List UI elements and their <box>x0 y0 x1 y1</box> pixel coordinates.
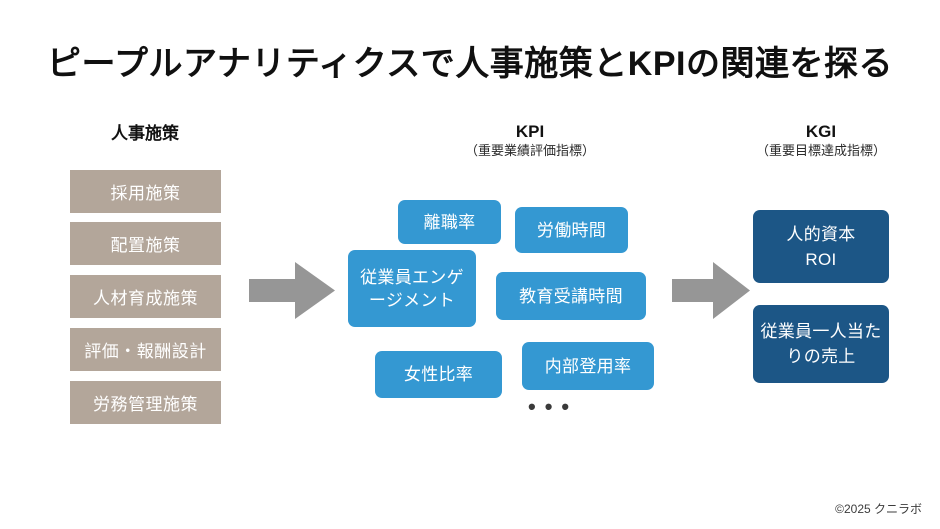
policy-box-labor-management[interactable]: 労務管理施策 <box>70 381 221 424</box>
column-header-policy-main: 人事施策 <box>111 124 179 143</box>
policy-box-placement[interactable]: 配置施策 <box>70 222 221 265</box>
kpi-box-female-ratio[interactable]: 女性比率 <box>375 351 502 398</box>
policy-box-development[interactable]: 人材育成施策 <box>70 275 221 318</box>
column-header-policy: 人事施策 <box>45 124 245 144</box>
arrow-kpi-to-kgi <box>672 262 750 319</box>
page-title: ピープルアナリティクスで人事施策とKPIの関連を探る <box>47 45 893 83</box>
column-header-kgi-sub: （重要目標達成指標） <box>755 143 886 158</box>
copyright-footer: ©2025 クニラボ <box>835 502 922 516</box>
column-header-kpi-sub: （重要業績評価指標） <box>464 143 595 158</box>
policy-box-recruiting[interactable]: 採用施策 <box>70 170 221 213</box>
column-header-kgi: KGI （重要目標達成指標） <box>725 122 917 160</box>
kgi-box-revenue-per-employee[interactable]: 従業員一人当たりの売上 <box>753 305 889 383</box>
kpi-more-indicator: ••• <box>528 394 579 419</box>
kpi-box-employee-engagement[interactable]: 従業員エンゲージメント <box>348 250 476 327</box>
column-header-kpi-main: KPI <box>515 122 545 141</box>
kpi-box-training-hours[interactable]: 教育受講時間 <box>496 272 646 320</box>
policy-box-evaluation-compensation[interactable]: 評価・報酬設計 <box>70 328 221 371</box>
column-header-kgi-main: KGI <box>805 122 837 141</box>
kgi-box-human-capital-roi[interactable]: 人的資本 ROI <box>753 210 889 283</box>
kpi-box-turnover-rate[interactable]: 離職率 <box>398 200 501 244</box>
arrow-policy-to-kpi <box>249 262 335 319</box>
kpi-box-working-hours[interactable]: 労働時間 <box>515 207 628 253</box>
kpi-box-internal-promotion-rate[interactable]: 内部登用率 <box>522 342 654 390</box>
column-header-kpi: KPI （重要業績評価指標） <box>420 122 640 160</box>
